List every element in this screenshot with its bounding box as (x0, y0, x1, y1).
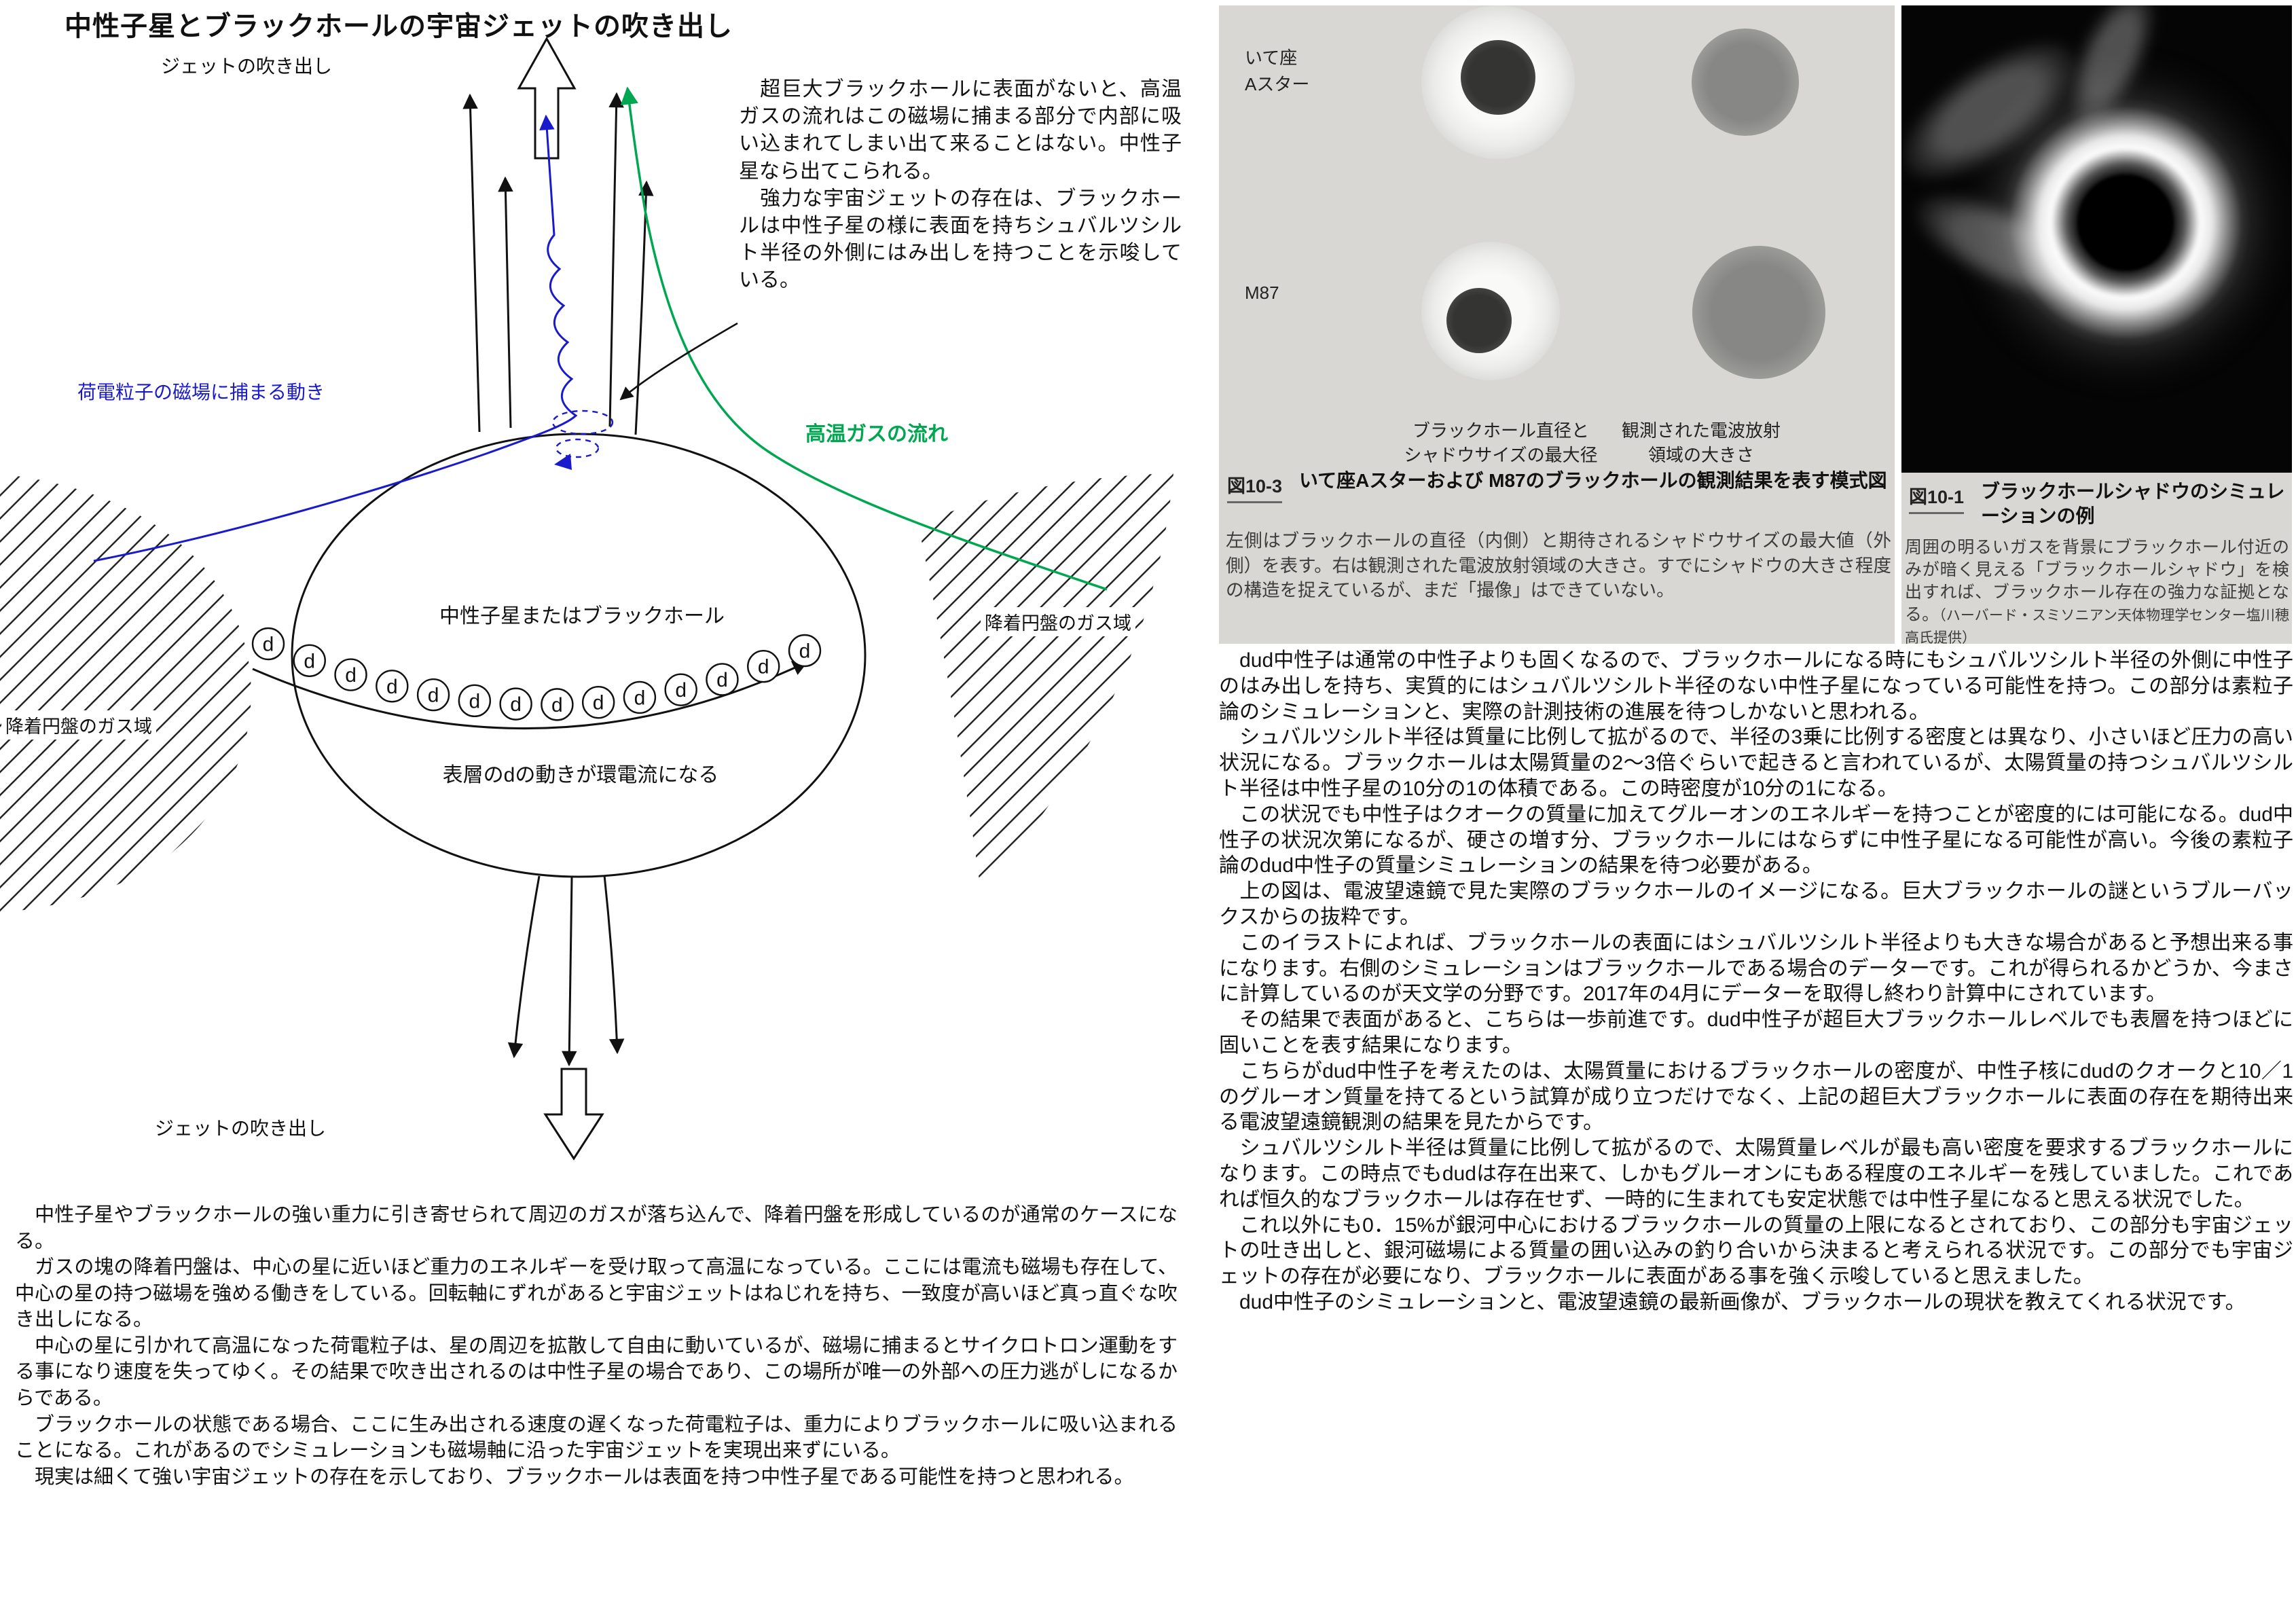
d-particle-letter: d (634, 687, 646, 709)
paragraph: その結果で表面があると、こちらは一歩前進です。dud中性子が超巨大ブラックホール… (1219, 1008, 2293, 1057)
hot-gas-label: 高温ガスの流れ (805, 423, 948, 446)
fig10-3-caption: 左側はブラックホールの直径（内側）と期待されるシャドウサイズの最大値（外側）を表… (1226, 530, 1891, 601)
d-particle-letter: d (263, 634, 274, 656)
hot-gas-flow-path (620, 86, 1108, 591)
fig10-1-caption: 周囲の明るいガスを背景にブラックホール付近のみが暗く見える「ブラックホールシャド… (1905, 537, 2289, 649)
d-particle-circle (747, 650, 780, 683)
d-particle-letter: d (799, 640, 811, 663)
d-particle-circle (664, 673, 697, 706)
annotation-paragraph: 強力な宇宙ジェットの存在は、ブラックホールは中性子星の様に表面を持ちシュバルツシ… (739, 187, 1182, 292)
spiral-orbit-arrowhead (554, 454, 572, 470)
spiral-orbit-dashed (551, 410, 614, 435)
paragraph: この状況でも中性子はクオークの質量に加えてグルーオンのエネルギーを持つことが密度… (1219, 803, 2293, 877)
paragraph: シュバルツシルト半径は質量に比例して拡がるので、太陽質量レベルが最も高い密度を要… (1219, 1137, 2293, 1211)
d-particle-letter: d (551, 694, 563, 716)
paragraph: 中性子星やブラックホールの強い重力に引き寄せられて周辺のガスが落ち込んで、降着円… (15, 1204, 1178, 1252)
d-particle-letter: d (428, 685, 439, 707)
paragraph: これ以外にも0．15%が銀河中心におけるブラックホールの質量の上限になるとされて… (1219, 1214, 2293, 1288)
m87-radio-region (1692, 246, 1825, 379)
shadow-size-column-label: ブラックホール直径と シャドウサイズの最大径 (1404, 420, 1598, 466)
d-particle-circle (499, 687, 532, 721)
blackhole-shadow-simulation-image (1901, 5, 2292, 473)
d-particle-circle (458, 684, 492, 718)
radio-region-column-label: 観測された電波放射 領域の大きさ (1621, 420, 1781, 466)
accretion-gas-left-label: 降着円盤のガス域 (1, 710, 156, 740)
jet-arrow-up (608, 92, 624, 427)
paragraph: 現実は細くて強い宇宙ジェットの存在を示しており、ブラックホールは表面を持つ中性子… (15, 1466, 1134, 1488)
spiral-orbit-dashed (555, 438, 600, 458)
jet-hollow-arrow-up (517, 36, 577, 160)
accretion-disk-left (0, 474, 251, 913)
annotation-paragraph: 超巨大ブラックホールに表面がないと、高温ガスの流れはこの磁場に捕まる部分で内部に… (739, 78, 1182, 183)
d-particle-circle (788, 634, 822, 668)
jet-arrow-up (498, 176, 513, 429)
left-body-text: 中性子星やブラックホールの強い重力に引き寄せられて周辺のガスが落ち込んで、降着円… (15, 1202, 1178, 1490)
d-particle-circle (334, 658, 367, 691)
right-body-text: dud中性子は通常の中性子よりも固くなるので、ブラックホールになる時にもシュバル… (1219, 648, 2293, 1315)
paragraph: 上の図は、電波望遠鏡で見た実際のブラックホールのイメージになる。巨大ブラックホー… (1219, 880, 2293, 928)
d-particle-letter: d (758, 656, 769, 678)
sgr-a-blackhole-disk (1461, 40, 1535, 115)
accretion-gas-right-label: 降着円盤のガス域 (981, 607, 1135, 636)
d-particle-circle (541, 688, 574, 721)
fig10-1-tag: 図10-1 (1909, 482, 1965, 514)
d-particle-circle (581, 685, 615, 719)
fig10-1-title: ブラックホールシャドウのシミュレーションの例 (1981, 481, 2285, 527)
jet-diagram: d d d d d d d d d d d d d d (0, 36, 1173, 1161)
paragraph: こちらがdud中性子を考えたのは、太陽質量におけるブラックホールの密度が、中性子… (1219, 1059, 2293, 1134)
fig10-3-tag: 図10-3 (1227, 471, 1283, 503)
jet-arrow-up (462, 93, 481, 433)
jet-hollow-arrow-down (543, 1068, 604, 1161)
d-particle-circle (623, 680, 657, 714)
star-center-label: 中性子星またはブラックホール (439, 605, 725, 628)
paragraph: ブラックホールの状態である場合、ここに生み出される速度の遅くなった荷電粒子は、重… (15, 1413, 1178, 1462)
d-particle-letter: d (345, 664, 357, 687)
sgr-a-label: いて座 Aスター (1245, 48, 1310, 94)
charged-particle-path (93, 114, 578, 562)
jet-arrow-down (603, 875, 625, 1055)
paragraph: dud中性子は通常の中性子よりも固くなるので、ブラックホールになる時にもシュバル… (1219, 649, 2293, 723)
diagram-annotation: 超巨大ブラックホールに表面がないと、高温ガスの流れはこの磁場に捕まる部分で内部に… (739, 76, 1182, 295)
d-particle-circle (376, 670, 409, 703)
page-title: 中性子星とブラックホールの宇宙ジェットの吹き出し (65, 12, 733, 41)
d-particles: d d d d d d d d d d d d d d (251, 627, 822, 721)
d-particle-letter: d (510, 693, 522, 716)
d-particle-letter: d (675, 679, 687, 702)
sgr-a-radio-region (1692, 29, 1799, 136)
fig10-3-title: いて座Aスターおよび M87のブラックホールの観測結果を表す模式図 (1299, 470, 1887, 491)
jet-arrow-up (634, 180, 654, 435)
fig10-1-panel: 図10-1 ブラックホールシャドウのシミュレーションの例 周囲の明るいガスを背景… (1901, 5, 2292, 646)
jet-arrow-down (562, 877, 577, 1067)
m87-label: M87 (1245, 283, 1279, 303)
paragraph: dud中性子のシミュレーションと、電波望遠鏡の最新画像が、ブラックホールの現状を… (1219, 1290, 2246, 1313)
paragraph: ガスの塊の降着円盤は、中心の星に近いほど重力のエネルギーを受け取って高温になって… (15, 1256, 1178, 1331)
fig10-1-credit: （ハーバード・スミソニアン天体物理学センター塩川穂高氏提供） (1905, 608, 2289, 646)
paragraph: このイラストによれば、ブラックホールの表面にはシュバルツシルト半径よりも大きな場… (1219, 931, 2293, 1006)
d-particle-letter: d (386, 676, 398, 698)
charged-particle-label: 荷電粒子の磁場に捕まる動き (77, 382, 325, 403)
blackhole-shadow (2078, 175, 2173, 270)
d-particle-circle (251, 627, 285, 661)
jet-top-label: ジェットの吹き出し (161, 56, 333, 77)
d-particle-circle (416, 678, 450, 712)
ring-current-label: 表層のdの動きが環電流になる (442, 764, 719, 786)
d-particle-letter: d (304, 650, 315, 672)
jet-arrow-down (507, 875, 541, 1059)
accretion-disk-right (918, 473, 1173, 890)
star-ellipse (291, 433, 867, 878)
annotation-pointer (619, 322, 738, 401)
d-particle-circle (706, 663, 739, 696)
paragraph: 中心の星に引かれて高温になった荷電粒子は、星の周辺を拡散して自由に動いているが、… (15, 1334, 1178, 1409)
m87-blackhole-disk (1446, 288, 1512, 353)
fig10-3-panel: いて座 Aスター M87 ブラックホール直径と シャドウサイズの最大径 観測され… (1219, 5, 1895, 644)
fig10-1-caption-text: 周囲の明るいガスを背景にブラックホール付近のみが暗く見える「ブラックホールシャド… (1905, 538, 2289, 624)
d-particle-letter: d (593, 692, 604, 714)
jet-bottom-label: ジェットの吹き出し (155, 1118, 327, 1139)
d-particle-circle (293, 644, 326, 677)
d-particle-letter: d (469, 690, 481, 712)
paragraph: シュバルツシルト半径は質量に比例して拡がるので、半径の3乗に比例する密度とは異な… (1219, 726, 2293, 800)
figure-panel: いて座 Aスター M87 ブラックホール直径と シャドウサイズの最大径 観測され… (1219, 5, 2292, 646)
d-particle-letter: d (716, 669, 728, 691)
